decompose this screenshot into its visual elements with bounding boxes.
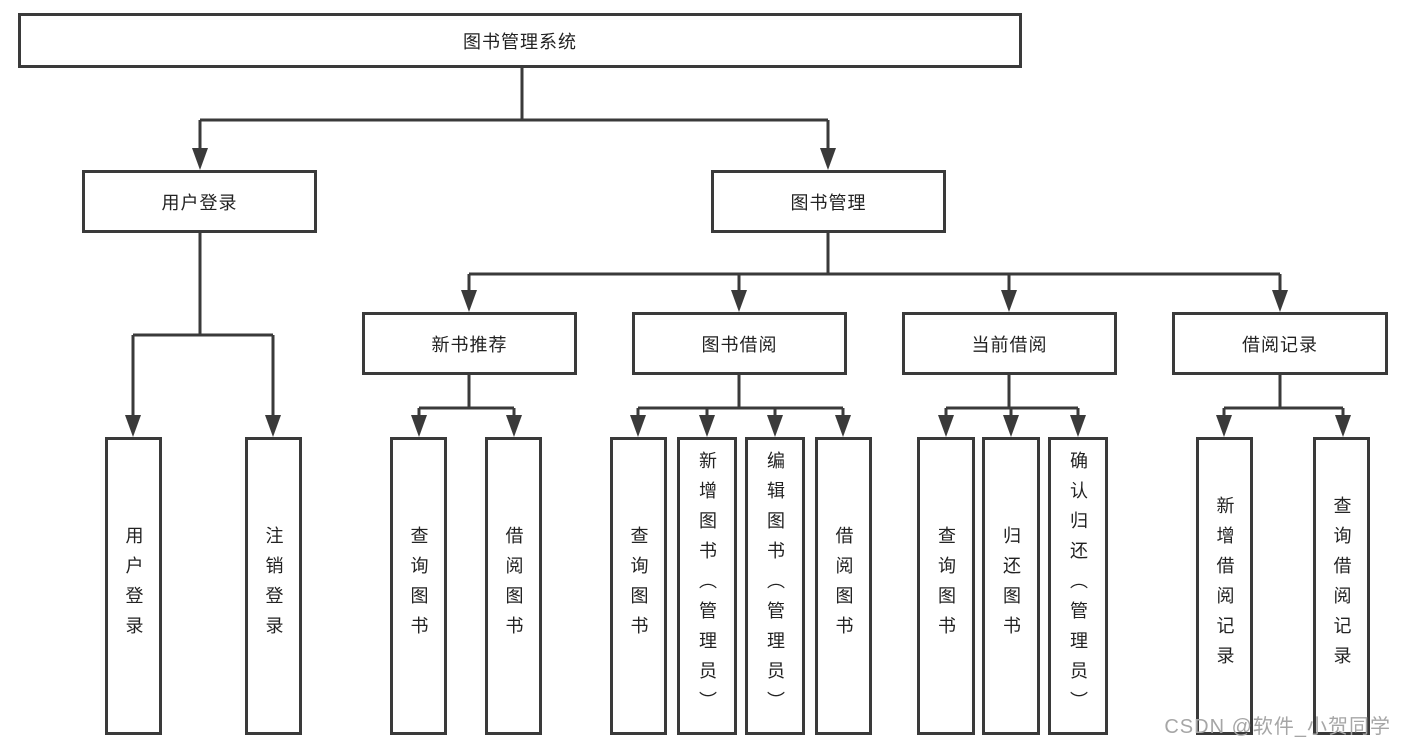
edge-new-book-rec-to-leaves [411,375,522,437]
edge-book-management-to-level3 [461,233,1288,312]
leaf-query-books-borrowing-label: 查询图书 [628,526,649,646]
node-borrow-records-label: 借阅记录 [1242,334,1318,355]
leaf-query-borrow-record: 查询借阅记录 [1313,437,1370,735]
leaf-logout: 注销登录 [245,437,302,735]
leaf-borrow-books-newrec-label: 借阅图书 [503,526,524,646]
node-book-management-label: 图书管理 [790,192,867,213]
leaf-query-books-current-label: 查询图书 [936,526,956,646]
edge-root-to-level2 [192,68,836,170]
node-book-management: 图书管理 [711,170,946,233]
node-root-label: 图书管理系统 [463,31,577,52]
leaf-borrow-books-newrec: 借阅图书 [485,437,542,735]
node-root-library-system: 图书管理系统 [18,13,1022,68]
edge-user-login-to-leaves [125,233,281,437]
node-current-borrowing: 当前借阅 [902,312,1117,375]
leaf-query-books-newrec: 查询图书 [390,437,447,735]
csdn-watermark: CSDN @软件_小贺同学 [1164,716,1391,738]
edge-current-borrowing-to-leaves [938,375,1086,437]
leaf-add-book-admin-label: 新增图书（管理员） [697,451,717,721]
leaf-edit-book-admin-label: 编辑图书（管理员） [765,451,785,721]
leaf-add-borrow-record: 新增借阅记录 [1196,437,1253,735]
node-user-login-label: 用户登录 [161,192,238,213]
leaf-confirm-return-admin: 确认归还（管理员） [1048,437,1108,735]
leaf-borrow-books-borrowing-label: 借阅图书 [833,526,854,646]
edge-book-borrowing-to-leaves [630,375,851,437]
leaf-return-book-label: 归还图书 [1001,526,1021,646]
leaf-query-books-newrec-label: 查询图书 [408,526,429,646]
leaf-query-borrow-record-label: 查询借阅记录 [1331,496,1352,676]
leaf-logout-label: 注销登录 [263,526,284,646]
leaf-return-book: 归还图书 [982,437,1040,735]
node-new-book-recommend: 新书推荐 [362,312,577,375]
node-current-borrowing-label: 当前借阅 [971,334,1048,355]
leaf-add-borrow-record-label: 新增借阅记录 [1214,496,1235,676]
node-book-borrowing-label: 图书借阅 [701,334,778,355]
node-book-borrowing: 图书借阅 [632,312,847,375]
node-borrow-records: 借阅记录 [1172,312,1388,375]
leaf-query-books-current: 查询图书 [917,437,975,735]
leaf-user-login: 用户登录 [105,437,162,735]
node-new-book-recommend-label: 新书推荐 [431,334,508,355]
leaf-edit-book-admin: 编辑图书（管理员） [745,437,805,735]
leaf-add-book-admin: 新增图书（管理员） [677,437,737,735]
leaf-query-books-borrowing: 查询图书 [610,437,667,735]
node-user-login: 用户登录 [82,170,317,233]
edge-borrow-records-to-leaves [1216,375,1351,437]
leaf-confirm-return-admin-label: 确认归还（管理员） [1068,451,1088,721]
leaf-borrow-books-borrowing: 借阅图书 [815,437,872,735]
leaf-user-login-label: 用户登录 [123,526,144,646]
